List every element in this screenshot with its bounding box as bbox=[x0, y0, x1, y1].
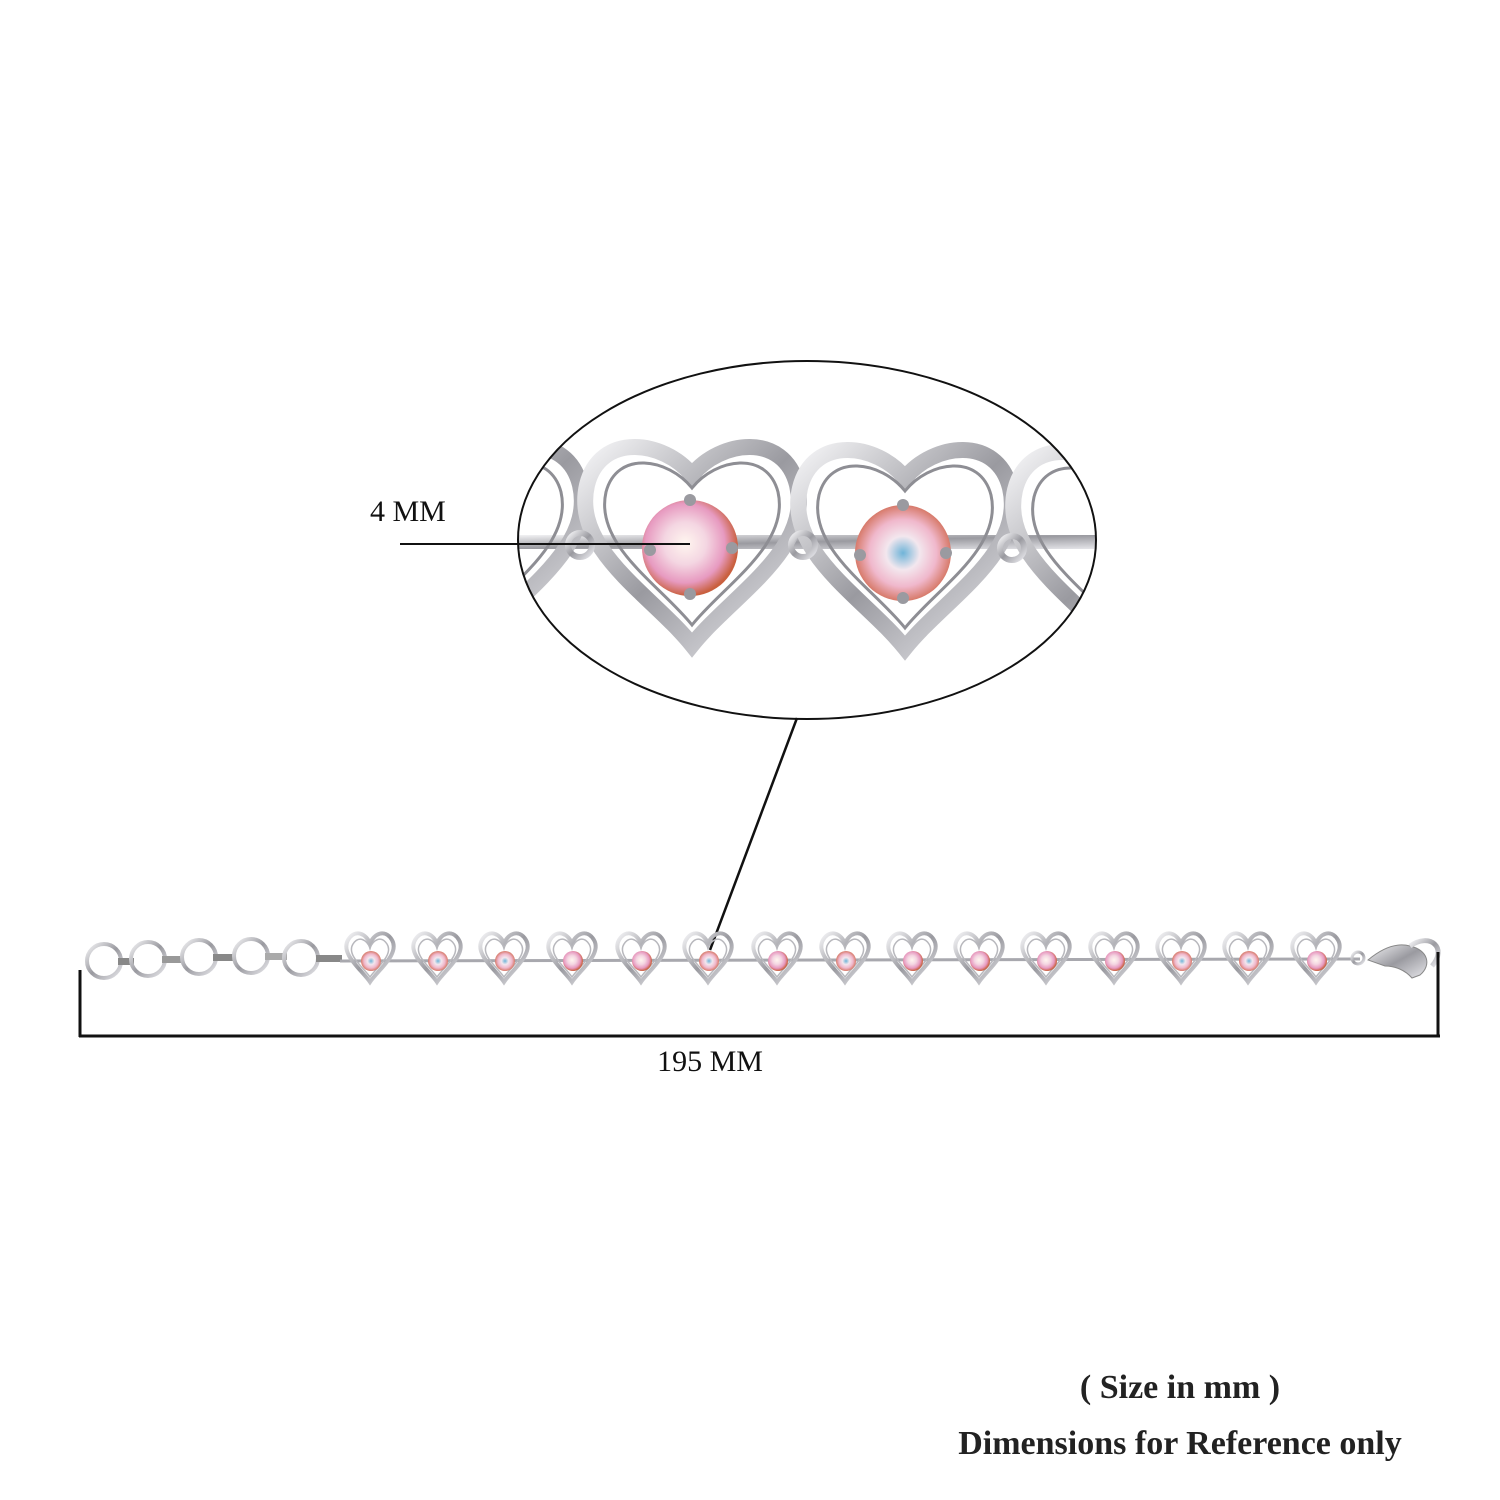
size-unit-note: ( Size in mm ) bbox=[1079, 1369, 1281, 1406]
heart-link bbox=[546, 931, 598, 984]
heart-link bbox=[953, 931, 1005, 984]
heart-links bbox=[344, 931, 1342, 984]
heart-link bbox=[1290, 931, 1342, 984]
heart-link bbox=[344, 931, 396, 984]
length-label: 195 MM bbox=[657, 1045, 763, 1078]
disclaimer-text: Dimensions for Reference only bbox=[958, 1425, 1402, 1462]
lobster-clasp bbox=[1350, 938, 1441, 979]
heart-link bbox=[1222, 931, 1274, 984]
bracelet bbox=[85, 931, 1441, 984]
heart-link bbox=[819, 931, 871, 984]
heart-link bbox=[615, 931, 667, 984]
heart-link bbox=[478, 931, 530, 984]
heart-link bbox=[682, 931, 734, 984]
heart-link bbox=[1155, 931, 1207, 984]
zoom-detail bbox=[518, 361, 1096, 719]
heart-link bbox=[886, 931, 938, 984]
length-bracket bbox=[78, 952, 1440, 1038]
heart-link bbox=[751, 931, 803, 984]
zoom-heart-1 bbox=[585, 447, 799, 645]
heart-link bbox=[411, 931, 463, 984]
zoom-heart-2 bbox=[798, 450, 1012, 648]
heart-link bbox=[1020, 931, 1072, 984]
zoom-ellipse bbox=[517, 360, 1097, 720]
zoom-connector-line bbox=[708, 717, 799, 951]
heart-link bbox=[1088, 931, 1140, 984]
extender-chain bbox=[85, 937, 342, 980]
stone-size-label: 4 MM bbox=[370, 495, 446, 528]
